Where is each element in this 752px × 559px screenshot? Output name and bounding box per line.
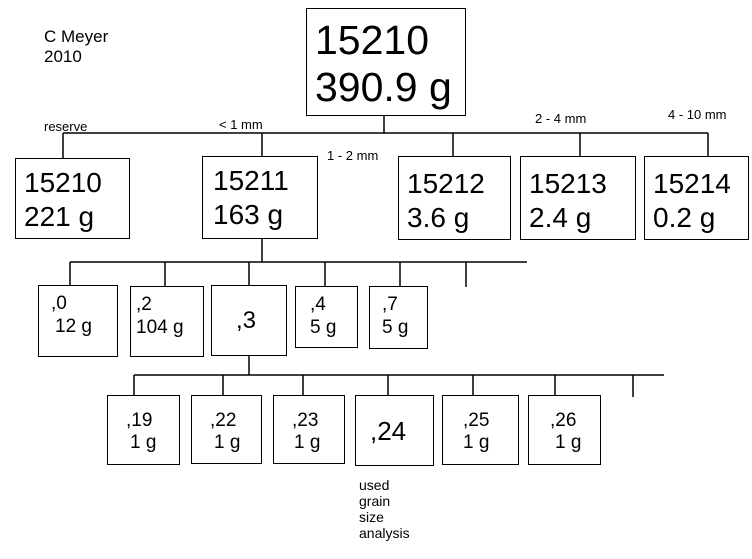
subsample-mass: 12 g: [55, 316, 92, 337]
subsample-mass: 1 g: [463, 432, 490, 453]
subsample-id: ,4: [310, 294, 326, 315]
subsample-mass: 104 g: [136, 317, 184, 338]
split-box-1-2: 15212 3.6 g: [398, 156, 511, 240]
split-box-reserve: 15210 221 g: [15, 158, 130, 239]
author-year: 2010: [44, 47, 82, 66]
note-line: analysis: [359, 525, 410, 541]
note-line: size: [359, 509, 384, 525]
subsample-mass: 1 g: [294, 432, 321, 453]
sample-id: 15210: [24, 167, 102, 198]
fraction-label-1-2: 1 - 2 mm: [327, 148, 379, 163]
subsample-box: ,24: [355, 395, 434, 466]
subsample-box: ,0 12 g: [38, 285, 118, 357]
sample-id: 15211: [213, 165, 289, 196]
split-box-2-4: 15213 2.4 g: [520, 156, 636, 240]
sample-mass: 163 g: [213, 199, 284, 230]
sample-id: 15214: [653, 168, 731, 199]
subsample-mass: 5 g: [310, 317, 337, 338]
author-credit: C Meyer 2010: [44, 27, 108, 67]
subsample-mass: 1 g: [214, 432, 241, 453]
subsample-id: ,0: [51, 293, 67, 314]
fraction-label-2-4: 2 - 4 mm: [535, 111, 587, 126]
sample-id: 15210: [315, 17, 430, 63]
fraction-label-4-10: 4 - 10 mm: [668, 107, 727, 122]
subsample-box: ,3: [211, 285, 287, 356]
subsample-id: ,24: [370, 416, 407, 446]
split-box-4-10: 15214 0.2 g: [644, 156, 749, 240]
subsample-box: ,4 5 g: [295, 286, 358, 348]
fraction-label-lt1: < 1 mm: [219, 117, 263, 132]
subsample-box: ,25 1 g: [442, 395, 519, 465]
subsample-mass: 1 g: [555, 432, 582, 453]
split-box-lt1: 15211 163 g: [202, 156, 318, 239]
sample-mass: 0.2 g: [653, 202, 716, 233]
subsample-box: ,7 5 g: [369, 286, 428, 349]
fraction-label-reserve: reserve: [44, 119, 88, 134]
subsample-box: ,23 1 g: [273, 395, 345, 464]
sample-mass: 390.9 g: [315, 64, 452, 110]
subsample-mass: 5 g: [382, 317, 409, 338]
sample-id: 15213: [529, 168, 607, 199]
subsample-box: ,19 1 g: [107, 395, 180, 465]
subsample-id: ,2: [136, 294, 152, 315]
subsample-box: ,2 104 g: [130, 286, 204, 357]
subsample-id: ,23: [292, 410, 319, 431]
author-name: C Meyer: [44, 27, 109, 46]
subsample-id: ,7: [382, 294, 398, 315]
sample-id: 15212: [407, 168, 485, 199]
root-sample-box: 15210 390.9 g: [306, 8, 466, 116]
subsample-id: ,26: [550, 410, 577, 431]
sample-mass: 221 g: [24, 201, 95, 232]
subsample-id: ,19: [126, 410, 153, 431]
sample-mass: 3.6 g: [407, 202, 470, 233]
subsample-id: ,25: [463, 410, 490, 431]
usage-note: used grain size analysis: [359, 477, 410, 541]
subsample-id: ,22: [210, 410, 237, 431]
subsample-id: ,3: [236, 307, 257, 334]
subsample-box: ,26 1 g: [528, 395, 601, 465]
note-line: grain: [359, 493, 391, 509]
note-line: used: [359, 477, 390, 493]
sample-mass: 2.4 g: [529, 202, 592, 233]
subsample-box: ,22 1 g: [191, 395, 262, 464]
subsample-mass: 1 g: [130, 432, 157, 453]
